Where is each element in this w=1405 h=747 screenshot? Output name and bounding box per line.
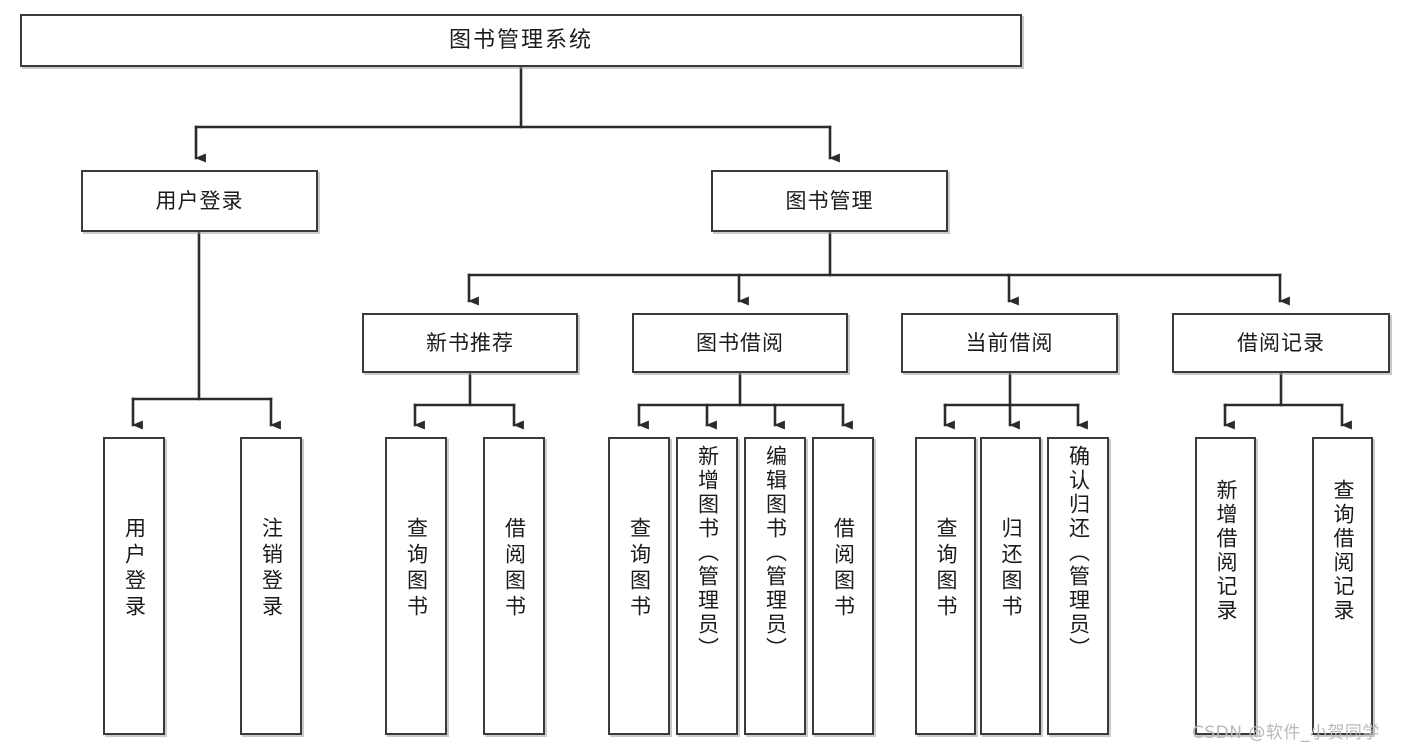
node-book-borrow[interactable]: 图书借阅 xyxy=(632,313,848,373)
node-label: 查询图书 xyxy=(934,517,958,621)
leaf-query-borrow-record[interactable]: 查询借阅记录 xyxy=(1312,437,1373,735)
node-label: 新增图书（管理员） xyxy=(695,445,720,661)
node-label: 确认归还（管理员） xyxy=(1066,445,1091,661)
leaf-confirm-return-admin[interactable]: 确认归还（管理员） xyxy=(1047,437,1109,735)
leaf-edit-book-admin[interactable]: 编辑图书（管理员） xyxy=(744,437,806,735)
node-label: 查询图书 xyxy=(627,517,652,621)
node-label: 借阅图书 xyxy=(831,517,856,621)
node-label: 借阅记录 xyxy=(1237,330,1325,355)
node-label: 用户登录 xyxy=(122,517,147,621)
leaf-add-book-admin[interactable]: 新增图书（管理员） xyxy=(676,437,738,735)
node-label: 图书管理 xyxy=(785,188,874,213)
node-new-book-recommend[interactable]: 新书推荐 xyxy=(362,313,578,373)
node-label: 查询借阅记录 xyxy=(1331,479,1355,623)
leaf-query-book-borrow[interactable]: 查询图书 xyxy=(608,437,670,735)
leaf-user-login[interactable]: 用户登录 xyxy=(103,437,165,735)
csdn-watermark: CSDN @软件_小贺同学 xyxy=(1192,723,1380,743)
node-label: 注销登录 xyxy=(259,517,284,621)
leaf-borrow-book-borrow[interactable]: 借阅图书 xyxy=(812,437,874,735)
node-current-borrow[interactable]: 当前借阅 xyxy=(901,313,1118,373)
node-borrow-record[interactable]: 借阅记录 xyxy=(1172,313,1390,373)
node-label: 借阅图书 xyxy=(502,517,527,621)
leaf-query-book-current[interactable]: 查询图书 xyxy=(915,437,976,735)
node-label: 编辑图书（管理员） xyxy=(763,445,788,661)
node-label: 新增借阅记录 xyxy=(1214,479,1238,623)
leaf-logout-login[interactable]: 注销登录 xyxy=(240,437,302,735)
node-root-book-management-system[interactable]: 图书管理系统 xyxy=(20,14,1022,67)
node-label: 当前借阅 xyxy=(965,330,1054,355)
leaf-borrow-book-recommend[interactable]: 借阅图书 xyxy=(483,437,545,735)
leaf-add-borrow-record[interactable]: 新增借阅记录 xyxy=(1195,437,1256,735)
node-label: 用户登录 xyxy=(155,188,244,213)
node-label: 图书借阅 xyxy=(696,330,784,355)
node-book-management[interactable]: 图书管理 xyxy=(711,170,948,232)
node-label: 归还图书 xyxy=(999,517,1023,621)
node-user-login[interactable]: 用户登录 xyxy=(81,170,318,232)
node-label: 新书推荐 xyxy=(426,330,514,355)
leaf-return-book[interactable]: 归还图书 xyxy=(980,437,1041,735)
node-label: 图书管理系统 xyxy=(448,27,593,53)
node-label: 查询图书 xyxy=(404,517,429,621)
leaf-query-book-recommend[interactable]: 查询图书 xyxy=(385,437,447,735)
